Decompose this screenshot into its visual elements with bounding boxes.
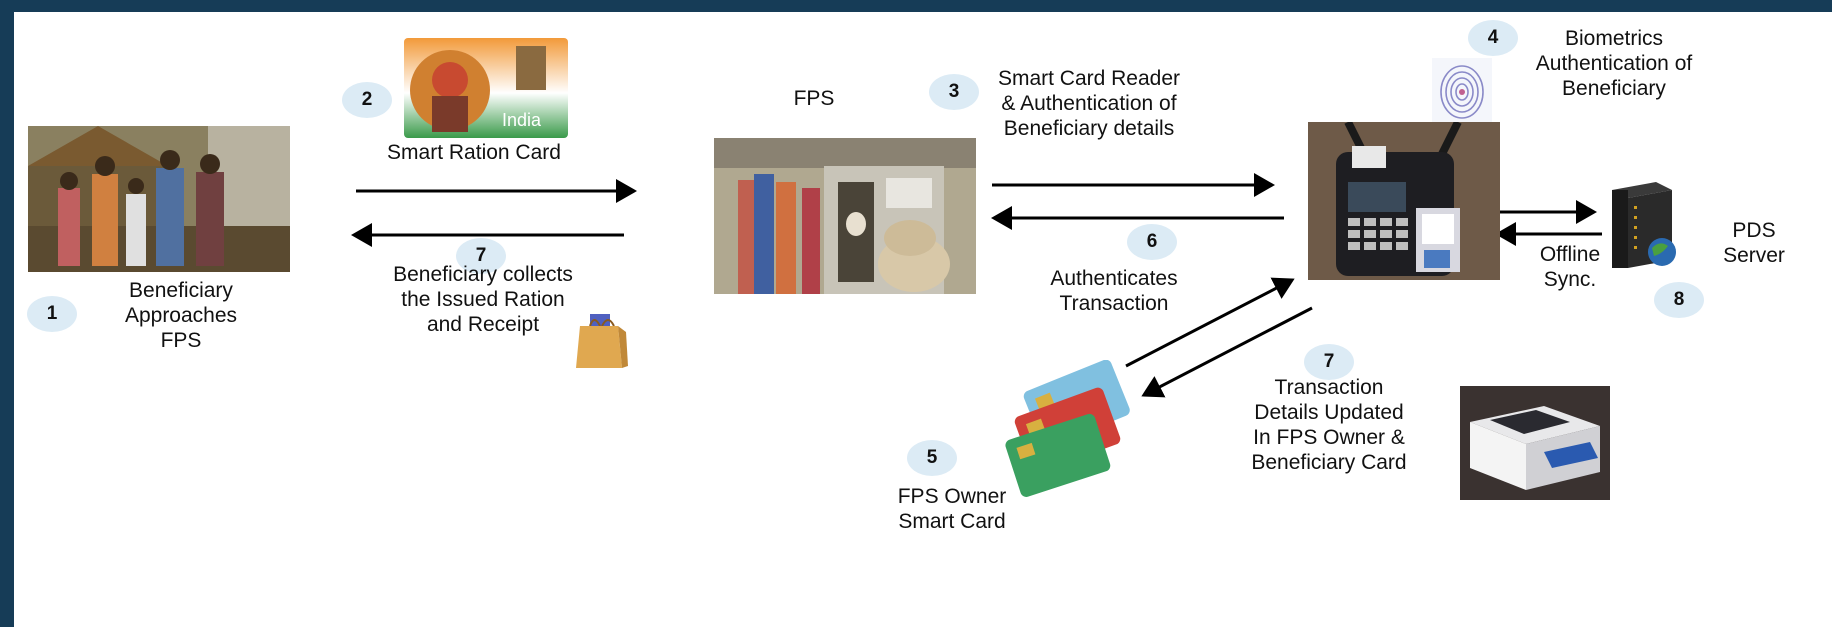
step-7-right-line-4: Beneficiary Card bbox=[1251, 451, 1407, 474]
step-4-label: Biometrics Authentication of Beneficiary bbox=[1514, 26, 1714, 101]
step-4-line-1: Biometrics bbox=[1564, 27, 1664, 50]
step-2-label: Smart Ration Card bbox=[387, 141, 561, 164]
step-5-line-1: FPS Owner bbox=[897, 485, 1007, 508]
pds-server-label: PDS Server bbox=[1714, 218, 1794, 268]
step-4-line-3: Beneficiary bbox=[1562, 77, 1666, 100]
step-7-right-line-2: Details Updated bbox=[1254, 401, 1404, 424]
offline-sync-line-1: Offline bbox=[1539, 243, 1601, 266]
offline-sync-line-2: Sync. bbox=[1543, 268, 1597, 291]
step-5-label: FPS Owner Smart Card bbox=[872, 484, 1032, 534]
step-3-line-3: Beneficiary details bbox=[1003, 117, 1175, 140]
step-6-line-2: Transaction bbox=[1059, 292, 1169, 315]
server-icon bbox=[1602, 180, 1678, 270]
step-7-left-label: Beneficiary collects the Issued Ration a… bbox=[358, 262, 608, 337]
step-8-badge: 8 bbox=[1654, 282, 1704, 318]
step-6-badge: 6 bbox=[1127, 224, 1177, 260]
step-7-left-line-3: and Receipt bbox=[426, 313, 540, 336]
step-7-right-line-3: In FPS Owner & bbox=[1253, 426, 1405, 449]
diagram-canvas: 1 Beneficiary Approaches FPS India 2 Sma… bbox=[14, 12, 1832, 627]
step-1-line-3: FPS bbox=[160, 329, 202, 352]
card-printer-photo bbox=[1460, 386, 1610, 500]
step-7-badge-right: 7 bbox=[1304, 344, 1354, 380]
arrow-card-to-reader bbox=[1125, 277, 1295, 368]
fingerprint-icon bbox=[1432, 58, 1492, 124]
fps-label: FPS bbox=[793, 87, 835, 110]
smart-cards-icon bbox=[1000, 360, 1160, 500]
arrow-reader-to-card bbox=[1141, 306, 1313, 398]
step-4-badge: 4 bbox=[1468, 20, 1518, 56]
step-7-right-label: Transaction Details Updated In FPS Owner… bbox=[1204, 375, 1454, 475]
pos-device-photo bbox=[1308, 122, 1500, 280]
step-7-left-line-2: the Issued Ration bbox=[401, 288, 565, 311]
shopping-bag-icon bbox=[574, 312, 628, 370]
step-1-label: Beneficiary Approaches FPS bbox=[106, 278, 256, 353]
step-4-line-2: Authentication of bbox=[1535, 52, 1693, 75]
step-5-badge: 5 bbox=[907, 440, 957, 476]
step-3-label: Smart Card Reader & Authentication of Be… bbox=[964, 66, 1214, 141]
step-7-right-line-1: Transaction bbox=[1274, 376, 1384, 399]
step-1-line-2: Approaches bbox=[124, 304, 238, 327]
flow-arrows bbox=[351, 173, 1602, 398]
ration-card-image: India bbox=[404, 38, 568, 138]
offline-sync-label: Offline Sync. bbox=[1530, 242, 1610, 292]
step-1-line-1: Beneficiary bbox=[129, 279, 233, 302]
fps-shop-photo bbox=[714, 138, 976, 294]
step-3-line-1: Smart Card Reader bbox=[997, 67, 1181, 90]
step-3-badge: 3 bbox=[929, 74, 979, 110]
step-2-badge: 2 bbox=[342, 82, 392, 118]
step-5-line-2: Smart Card bbox=[898, 510, 1006, 533]
step-7-left-line-1: Beneficiary collects bbox=[393, 263, 573, 286]
step-3-line-2: & Authentication of bbox=[1001, 92, 1177, 115]
pds-server-line-2: Server bbox=[1723, 244, 1785, 267]
step-1-badge: 1 bbox=[27, 296, 77, 332]
card-text: India bbox=[502, 110, 542, 130]
step-6-line-1: Authenticates bbox=[1050, 267, 1178, 290]
step-7-badge-left: 7 bbox=[456, 238, 506, 274]
step-6-label: Authenticates Transaction bbox=[1024, 266, 1204, 316]
beneficiaries-photo bbox=[28, 126, 290, 272]
pds-server-line-1: PDS bbox=[1732, 219, 1776, 242]
